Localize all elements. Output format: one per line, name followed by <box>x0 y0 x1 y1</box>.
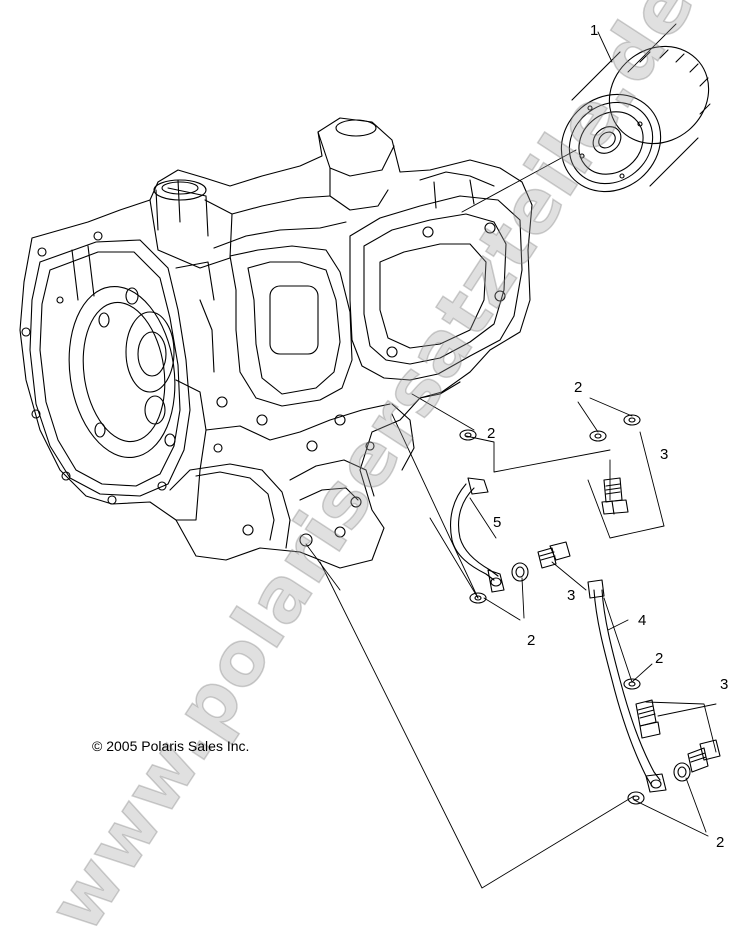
callout-oil-line-5: 5 <box>493 514 502 531</box>
bolt-lower-right-a <box>636 700 660 738</box>
washer-line5-b <box>512 563 528 581</box>
callout-oil-filter: 1 <box>590 22 599 39</box>
bolt-upper-right <box>602 478 628 514</box>
diagram-drawing <box>0 0 745 910</box>
washer-upper-right <box>624 415 640 425</box>
washer-upper-left <box>460 430 476 440</box>
oil-line-5-drawing <box>451 478 504 592</box>
bolt-mid <box>538 542 570 568</box>
callout-washer-lower-right: 2 <box>655 650 664 667</box>
oil-filter-drawing <box>542 24 729 212</box>
small-parts <box>451 415 720 804</box>
washer-upper-mid <box>590 431 606 441</box>
callout-bolt-upper-right: 3 <box>660 446 669 463</box>
callout-washers-bottom: 2 <box>716 834 725 851</box>
oil-line-4-drawing <box>588 580 666 792</box>
callout-oil-line-4: 4 <box>638 612 647 629</box>
alignment-lines <box>306 32 716 888</box>
washer-bottom-b <box>628 792 644 804</box>
callout-bolt-mid: 3 <box>567 587 576 604</box>
engine-crankcase <box>20 118 532 568</box>
copyright-text: © 2005 Polaris Sales Inc. <box>92 738 250 754</box>
washer-lower-right <box>624 679 640 689</box>
washer-line5-a <box>470 593 486 603</box>
callout-washer-upper-left: 2 <box>487 425 496 442</box>
bolt-lower-right-b <box>688 740 720 772</box>
washer-bottom-a <box>674 763 690 781</box>
callout-bolts-lower-right: 3 <box>720 676 729 693</box>
callout-washers-upper-right: 2 <box>574 379 583 396</box>
callout-washers-lower-mid: 2 <box>527 632 536 649</box>
